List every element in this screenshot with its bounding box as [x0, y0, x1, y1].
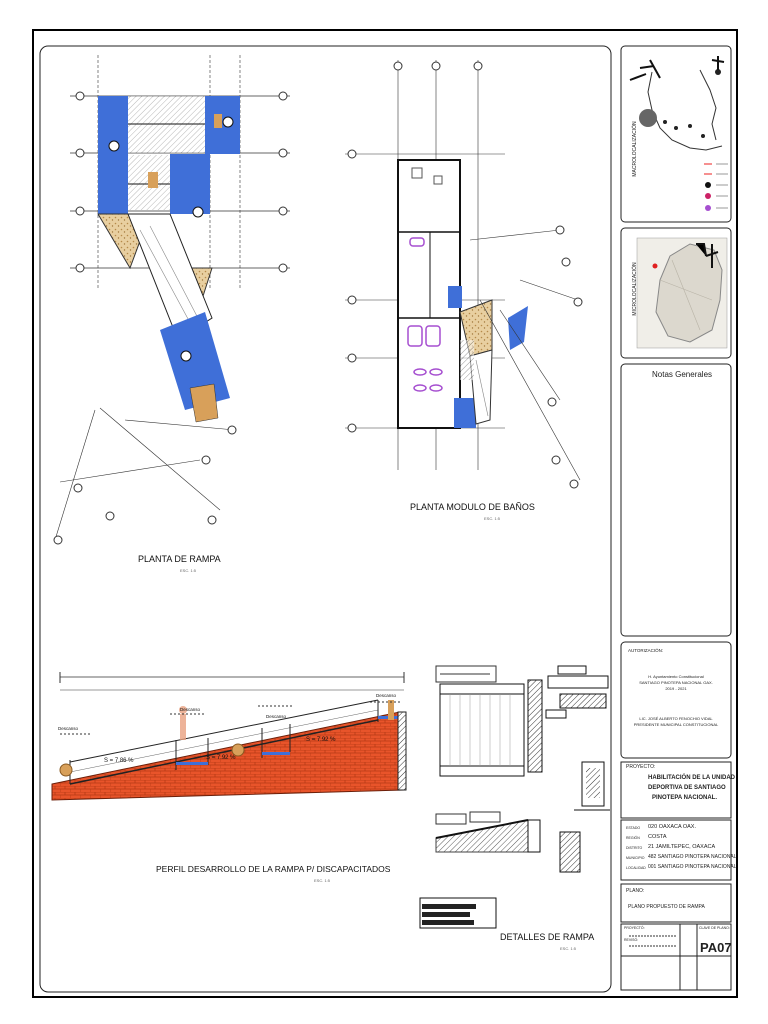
macro-location-label: MACROLOCALIZACIÓN: [632, 121, 638, 177]
micro-location-label: MICROLOCALIZACIÓN: [632, 262, 638, 316]
footer-label-projected: PROYECTÓ:: [624, 926, 645, 930]
location-label-region: REGIÓN: [626, 836, 640, 840]
project-heading: PROYECTO:: [626, 764, 656, 770]
location-label-distrito: DISTRITO: [626, 846, 643, 850]
bathroom-plan-title: PLANTA MODULO DE BAÑOS: [410, 502, 535, 512]
profile-scale: ESC. 1:5: [314, 878, 331, 883]
slope-label-2: S = 7.92 %: [206, 755, 236, 761]
location-value-localidad: 001 SANTIAGO PINOTEPA NACIONAL: [648, 864, 737, 870]
ramp-plan: [53, 55, 290, 545]
sheet-bottom-bar: [32, 996, 738, 998]
project-name-1: HABILITACIÓN DE LA UNIDAD: [648, 775, 735, 781]
notes-heading: Notas Generales: [652, 370, 713, 379]
macro-frame: [620, 45, 732, 223]
authorization-line-2: SANTIAGO PINOTEPA NACIONAL OAX.: [639, 680, 713, 685]
location-label-municipio: MUNICIPIO: [626, 856, 645, 860]
footer-frame: [620, 923, 732, 991]
slope-label-1: S = 7.86 %: [104, 758, 134, 764]
footer-label-sheet-key: CLAVE DE PLANO:: [699, 926, 730, 930]
bathroom-module-plan: [345, 60, 583, 489]
notes-frame: [620, 363, 732, 637]
ramp-profile: [51, 672, 407, 801]
footer-label-reviewed: REVISÓ:: [624, 938, 639, 942]
location-value-estado: 020 OAXACA OAX.: [648, 824, 696, 830]
plan-name: PLANO PROPUESTO DE RAMPA: [628, 904, 705, 910]
micro-location-map: [636, 237, 728, 349]
plan-heading: PLANO:: [626, 888, 645, 894]
project-frame: [620, 761, 732, 819]
sheet-left-bar: [32, 29, 34, 998]
sheet-right-bar: [736, 29, 738, 998]
location-value-municipio: 482 SANTIAGO PINOTEPA NACIONAL: [648, 854, 737, 860]
signatory-name: LIC. JOSÉ ALBERTO FENOCHIO VIDAL: [639, 716, 713, 721]
rest-label-3: Descanso: [266, 714, 287, 719]
location-frame: [620, 819, 732, 881]
slope-label-3: S = 7.92 %: [306, 737, 336, 743]
ramp-plan-title: PLANTA DE RAMPA: [138, 554, 221, 564]
location-value-region: COSTA: [648, 834, 667, 840]
details-scale: ESC. 1:5: [560, 946, 577, 951]
rest-label-1: Descanso: [58, 726, 79, 731]
authorization-heading: AUTORIZACIÓN:: [628, 648, 664, 653]
location-label-localidad: LOCALIDAD: [626, 866, 646, 870]
plan-frame: [620, 883, 732, 923]
authorization-line-3: 2019 - 2021: [665, 686, 687, 691]
ramp-plan-scale: ESC. 1:5: [180, 568, 197, 573]
rest-label-2: Descanso: [180, 707, 201, 712]
signatory-role: PRESIDENTE MUNICIPAL CONSTITUCIONAL: [633, 722, 719, 727]
macro-location-map: [629, 56, 728, 211]
authorization-line-1: H. Ayuntamiento Constitucional: [648, 674, 704, 679]
project-name-3: PINOTEPA NACIONAL.: [652, 795, 718, 801]
sheet-top-bar: [32, 29, 738, 31]
details-title: DETALLES DE RAMPA: [500, 932, 595, 942]
profile-title: PERFIL DESARROLLO DE LA RAMPA P/ DISCAPA…: [156, 864, 391, 874]
micro-frame: [620, 227, 732, 359]
location-value-distrito: 21 JAMILTEPEC, OAXACA: [648, 844, 716, 850]
ramp-details: [419, 665, 610, 929]
rest-label-4: Descanso: [376, 693, 397, 698]
drawing-frame: [39, 45, 612, 993]
location-label-estado: ESTADO: [626, 826, 641, 830]
sheet-code: PA07: [700, 940, 732, 955]
auth-frame: [620, 641, 732, 759]
bathroom-plan-scale: ESC. 1:5: [484, 516, 501, 521]
project-name-2: DEPORTIVA DE SANTIAGO: [648, 785, 726, 791]
